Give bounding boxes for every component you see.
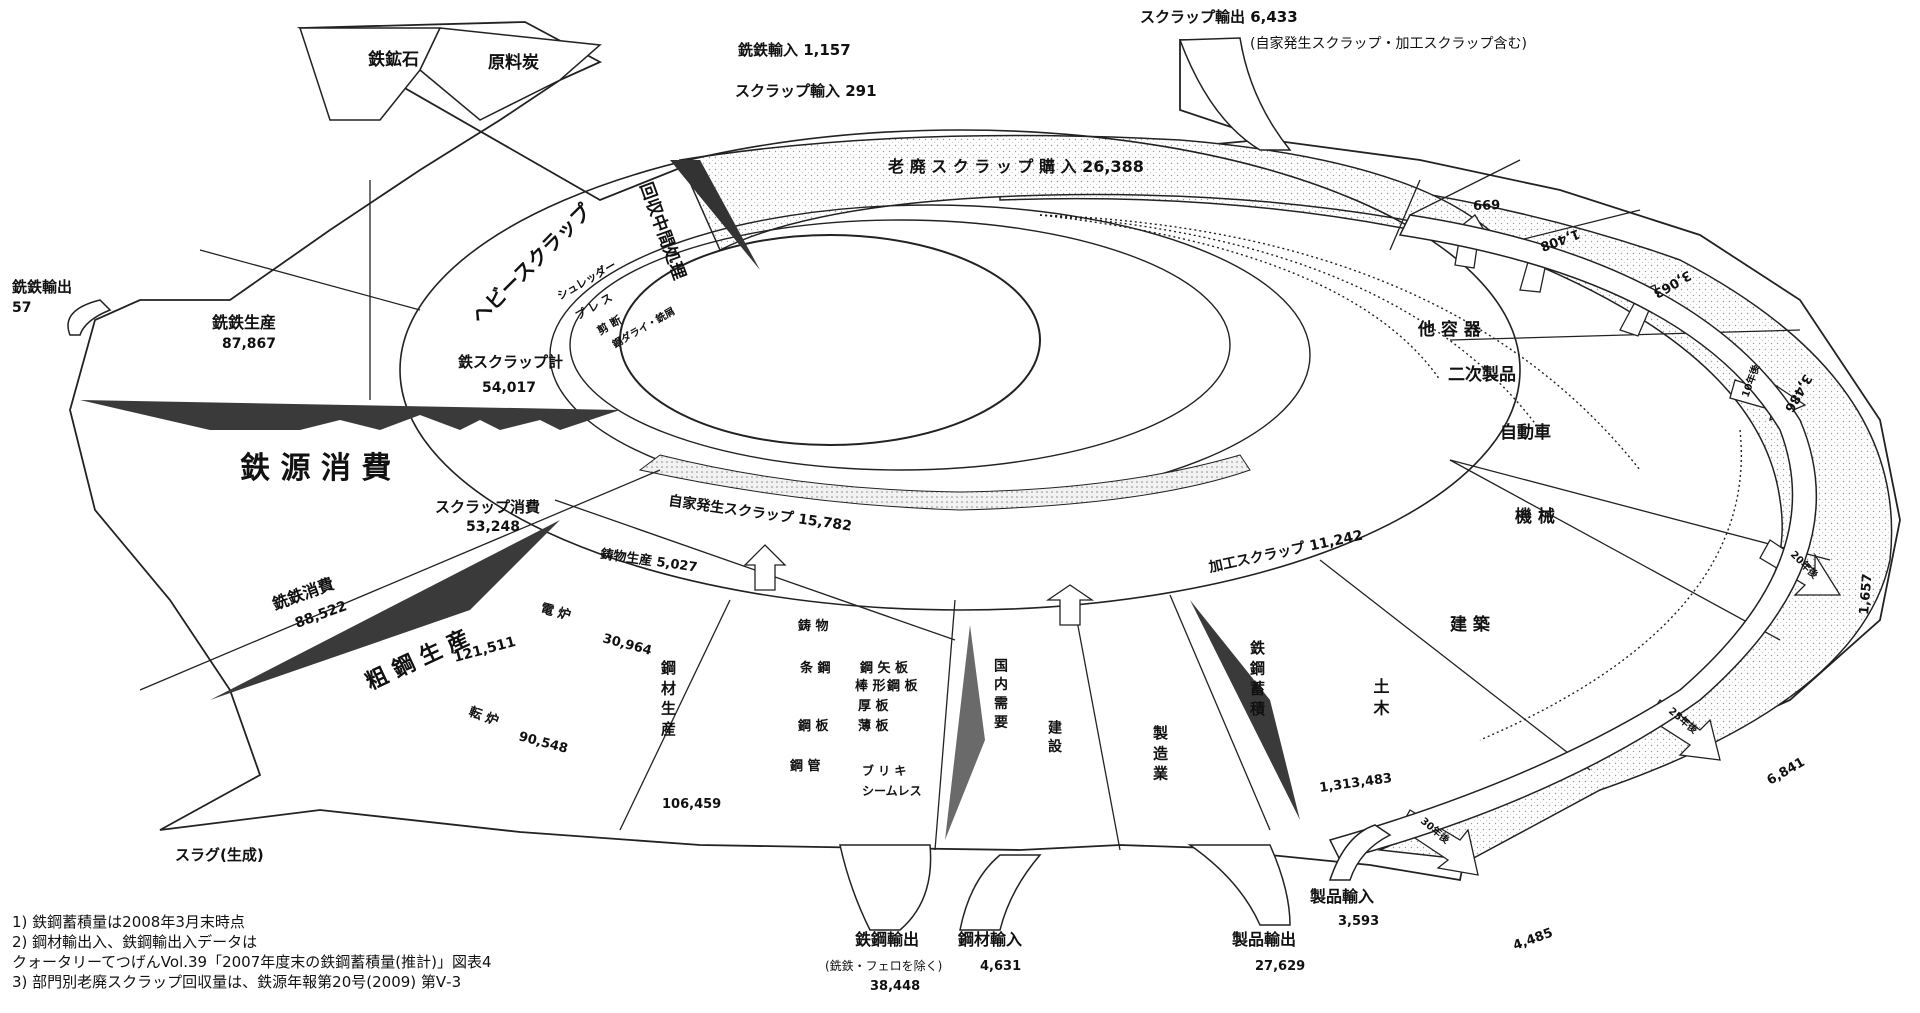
sector-machinery-label: 機 械: [1515, 506, 1555, 527]
steel-item-pipes: 鋼 管: [789, 758, 821, 774]
steel-item-heavy-plate: 厚 板: [858, 698, 890, 714]
coal-input: [419, 27, 602, 121]
steel-products-label: 鋼 材 生 産: [659, 659, 677, 737]
steel-products-value: 106,459: [662, 797, 721, 812]
scrap-export-note: (自家発生スクラップ・加工スクラップ含む): [1250, 35, 1527, 52]
slag-label: スラグ(生成): [175, 846, 264, 864]
iron-ore-label: 鉄鉱石: [368, 49, 419, 70]
steel-import-value: 4,631: [980, 959, 1021, 974]
footnote-2-cont: クォータリーてつげんVol.39「2007年度末の鉄鋼蓄積量(推計)」図表4: [12, 953, 492, 971]
dotted-curve-3: [1039, 214, 1441, 381]
domestic-demand-wedge: [945, 625, 985, 840]
divider-steel-left: [619, 599, 731, 831]
scrap-import-label: スクラップ輸入 291: [735, 82, 877, 100]
product-export-label: 製品輸出: [1231, 930, 1296, 949]
ring-value-699: 699: [1473, 196, 1501, 212]
product-export-value: 27,629: [1255, 959, 1305, 974]
steel-item-bars: 条 鋼: [800, 660, 831, 676]
pig-iron-export-tail: [67, 299, 112, 336]
ring-ellipse-3: [569, 219, 1231, 471]
processing-wedge: [670, 160, 760, 270]
pig-iron-import-label: 銑鉄輸入 1,157: [737, 41, 851, 59]
steel-import-funnel: [959, 854, 1042, 931]
scrap-total-value: 54,017: [482, 380, 536, 396]
steel-import-label: 鋼材輸入: [957, 930, 1022, 949]
center-ellipse: [619, 234, 1041, 446]
steel-item-sheet-pile: 鋼 矢 板: [859, 660, 909, 676]
pig-iron-production-label: 銑鉄生産: [211, 313, 276, 332]
up-arrow-process-scrap: [1045, 584, 1095, 626]
steel-export-note: (銑鉄・フェロを除く): [825, 958, 942, 973]
dotted-curve-2: [1039, 214, 1541, 431]
consumption-wedge: [80, 400, 620, 430]
up-arrow-home-scrap: [743, 544, 787, 591]
scrap-total-label: 鉄スクラップ計: [458, 353, 563, 371]
pig-iron-export-label: 銑鉄輸出: [11, 278, 72, 296]
footnote-3: 3) 部門別老廃スクラップ回収量は、鉄源年報第20号(2009) 第Ⅴ-3: [12, 973, 462, 991]
scrap-export-flow: [1178, 37, 1292, 151]
sector-line-1: [1409, 159, 1521, 216]
iron-ore-input: [298, 27, 442, 121]
sector-line-3: [1449, 329, 1801, 341]
divider-steel-right: [934, 599, 956, 851]
coking-coal-label: 原料炭: [488, 52, 539, 73]
steel-item-sheet: 鋼 板: [886, 678, 919, 694]
steel-item-shapes: 棒 形: [855, 678, 886, 694]
iron-source-consumption-label: 鉄 源 消 費: [240, 451, 391, 486]
crude-steel-wedge: [210, 520, 560, 700]
footnote-2: 2) 鋼材輸出入、鉄鋼輸出入データは: [12, 933, 258, 951]
pig-iron-export-value: 57: [12, 300, 31, 316]
sector-automobile-label: 自動車: [1500, 422, 1551, 443]
steel-item-thin-plate: 薄 板: [858, 718, 890, 734]
scrap-export-label: スクラップ輸出 6,433: [1140, 8, 1298, 26]
pig-iron-production-value: 87,867: [222, 336, 276, 352]
electric-furnace-label: 電 炉: [539, 600, 573, 623]
steel-item-tinplate: ブ リ キ: [862, 763, 906, 778]
divider-manufacturing: [1169, 594, 1271, 831]
manufacturing-label: 製 造 業: [1151, 724, 1169, 781]
ring-ellipse-1: [399, 129, 1521, 611]
steel-stock-wedge: [1190, 600, 1300, 820]
ring-value-1657: 1,657: [1857, 573, 1876, 615]
sector-line-4: [1449, 459, 1831, 561]
product-export-funnel: [1187, 844, 1291, 926]
domestic-demand-label: 国 内 需 要: [992, 658, 1008, 730]
sector-secondary-label: 二次製品: [1448, 364, 1516, 385]
steel-stock-label: 鉄 鋼 蓄 積: [1248, 639, 1266, 717]
steel-item-plates: 鋼 板: [797, 718, 830, 734]
footnotes: 1) 鉄鋼蓄積量は2008年3月末時点 2) 鋼材輸出入、鉄鋼輸出入データは ク…: [12, 912, 492, 992]
divider-domestic: [1074, 609, 1121, 851]
civil-label: 土 木: [1371, 677, 1391, 717]
ring-value-6841: 6,841: [1765, 755, 1808, 789]
steel-export-value: 38,448: [870, 979, 920, 994]
obsolete-scrap-label: 老 廃 ス ク ラ ッ プ 購 入 26,388: [887, 157, 1144, 176]
steel-export-label: 鉄鋼輸出: [855, 930, 919, 949]
divider-pig-iron: [139, 469, 661, 691]
product-import-value: 3,593: [1338, 914, 1379, 929]
home-scrap-band: [638, 454, 1251, 511]
sector-line-7: [1389, 179, 1421, 251]
steel-item-seamless: シームレス: [862, 784, 922, 798]
ring-value-4485: 4,485: [1511, 926, 1555, 954]
scrap-consumption-value: 53,248: [466, 519, 520, 535]
castings-label: 鋳 物: [798, 618, 829, 634]
footnote-1: 1) 鉄鋼蓄積量は2008年3月末時点: [12, 913, 245, 931]
product-import-funnel: [1328, 824, 1392, 881]
sector-line-6: [1449, 459, 1781, 641]
sector-building-label: 建 築: [1450, 614, 1491, 635]
construction-label: 建 設: [1046, 719, 1062, 754]
scrap-consumption-label: スクラップ消費: [435, 498, 540, 516]
outer-ring-band: [1328, 214, 1818, 861]
steel-export-funnel: [839, 844, 932, 931]
divider-top-left: [199, 249, 421, 311]
sector-line-5: [1319, 559, 1591, 771]
product-import-label: 製品輸入: [1309, 887, 1374, 906]
dotted-curve-4: [1479, 429, 1742, 741]
sector-other-label: 他 容 器: [1417, 319, 1482, 340]
